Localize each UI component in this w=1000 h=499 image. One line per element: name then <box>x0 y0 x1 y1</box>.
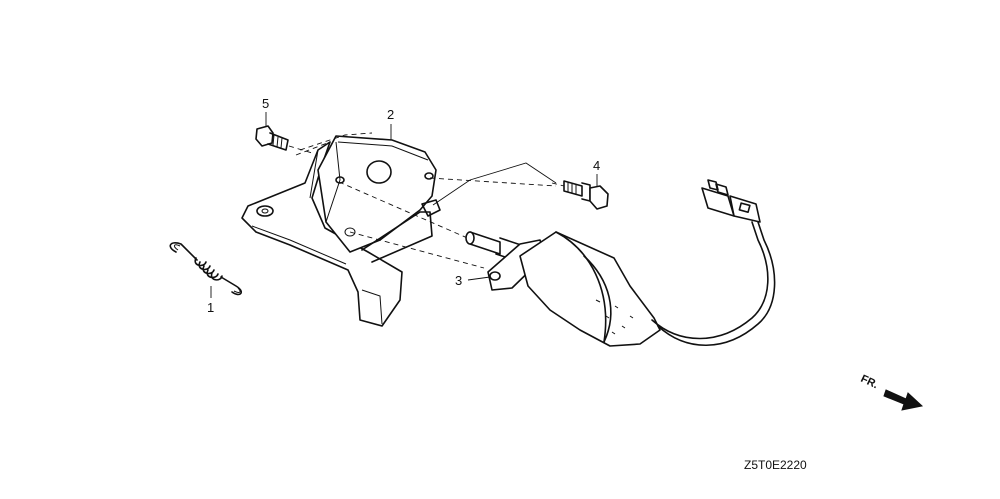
callout-3: 3 <box>455 273 462 288</box>
front-arrow-icon <box>883 389 924 411</box>
mounting-bracket-2 <box>241 132 557 327</box>
callout-4: 4 <box>593 158 600 173</box>
flange-bolt-5 <box>255 125 313 154</box>
flange-bolt-4 <box>551 180 609 210</box>
front-direction-text: FR. <box>859 373 880 391</box>
callout-2: 2 <box>387 107 394 122</box>
front-direction-indicator: FR. <box>859 373 924 411</box>
callout-1: 1 <box>207 300 214 315</box>
solenoid-actuator-3 <box>465 179 776 347</box>
callout-5: 5 <box>262 96 269 111</box>
drawing-code: Z5T0E2220 <box>744 458 807 472</box>
tension-spring-1 <box>169 242 243 296</box>
